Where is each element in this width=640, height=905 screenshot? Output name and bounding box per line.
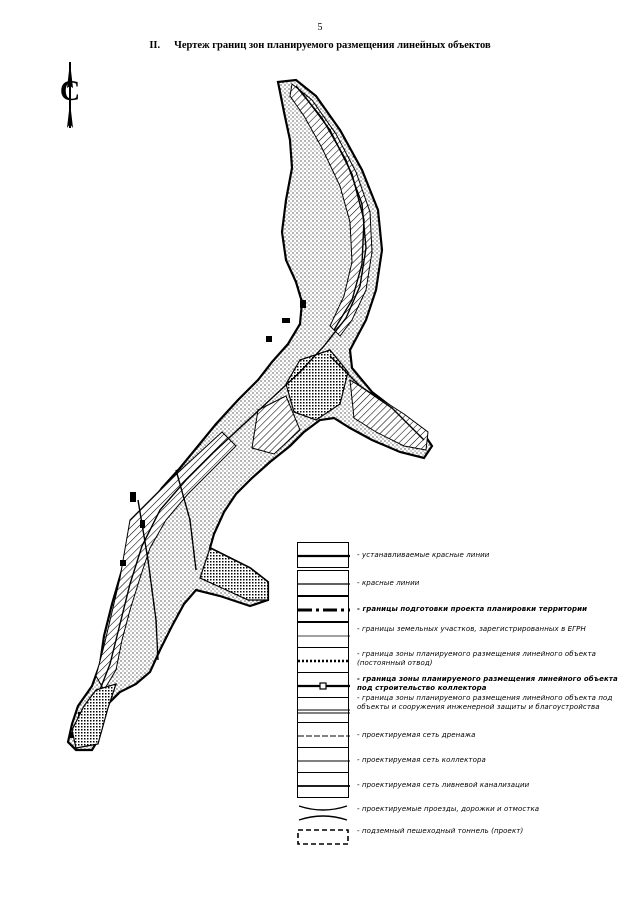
legend-symbol	[297, 672, 350, 698]
legend-label: - красные линии	[357, 579, 420, 587]
legend-symbol	[297, 647, 350, 673]
legend-symbol	[297, 722, 350, 748]
tunnel-symbol-icon	[297, 829, 349, 845]
legend-symbol	[297, 622, 350, 648]
title-text: Чертеж границ зон планируемого размещени…	[174, 40, 491, 51]
legend-symbol	[297, 542, 350, 568]
legend-label: - подземный пешеходный тоннель (проект)	[357, 827, 524, 835]
east-spur	[199, 547, 269, 601]
legend-symbol	[297, 747, 350, 773]
legend-symbol	[297, 772, 350, 798]
legend-label: - проектируемая сеть дренажа	[357, 731, 476, 739]
legend-label: - граница зоны планируемого размещения л…	[357, 650, 597, 667]
legend-label: - проектируемые проезды, дорожки и отмос…	[357, 805, 540, 813]
title-number: II.	[149, 40, 161, 51]
road-lines	[83, 85, 425, 737]
legend-label: - границы земельных участков, зарегистри…	[357, 625, 586, 633]
legend-symbol	[297, 697, 350, 723]
north-arrow-icon: С	[60, 62, 80, 128]
lower-tail	[71, 683, 117, 749]
driveway-symbol-icon	[298, 805, 348, 821]
legend-label: - граница зоны планируемого размещения л…	[357, 675, 618, 692]
legend-symbol	[297, 570, 350, 596]
legend-label: - граница зоны планируемого размещения л…	[357, 694, 613, 711]
page-title: II. Чертеж границ зон планируемого размещ…	[0, 40, 640, 51]
central-block-2	[251, 395, 301, 455]
page-number: 5	[317, 22, 323, 33]
legend-label: - границы подготовки проекта планировки …	[357, 605, 588, 613]
legend-symbol	[297, 596, 350, 622]
legend-label: - проектируемая сеть ливневой канализаци…	[357, 781, 530, 789]
north-arrow-label: С	[60, 76, 80, 107]
right-branch	[349, 379, 429, 451]
legend-label: - устанавливаемые красные линии	[357, 551, 490, 559]
central-block	[285, 349, 349, 421]
legend-label: - проектируемая сеть коллектора	[357, 756, 486, 764]
